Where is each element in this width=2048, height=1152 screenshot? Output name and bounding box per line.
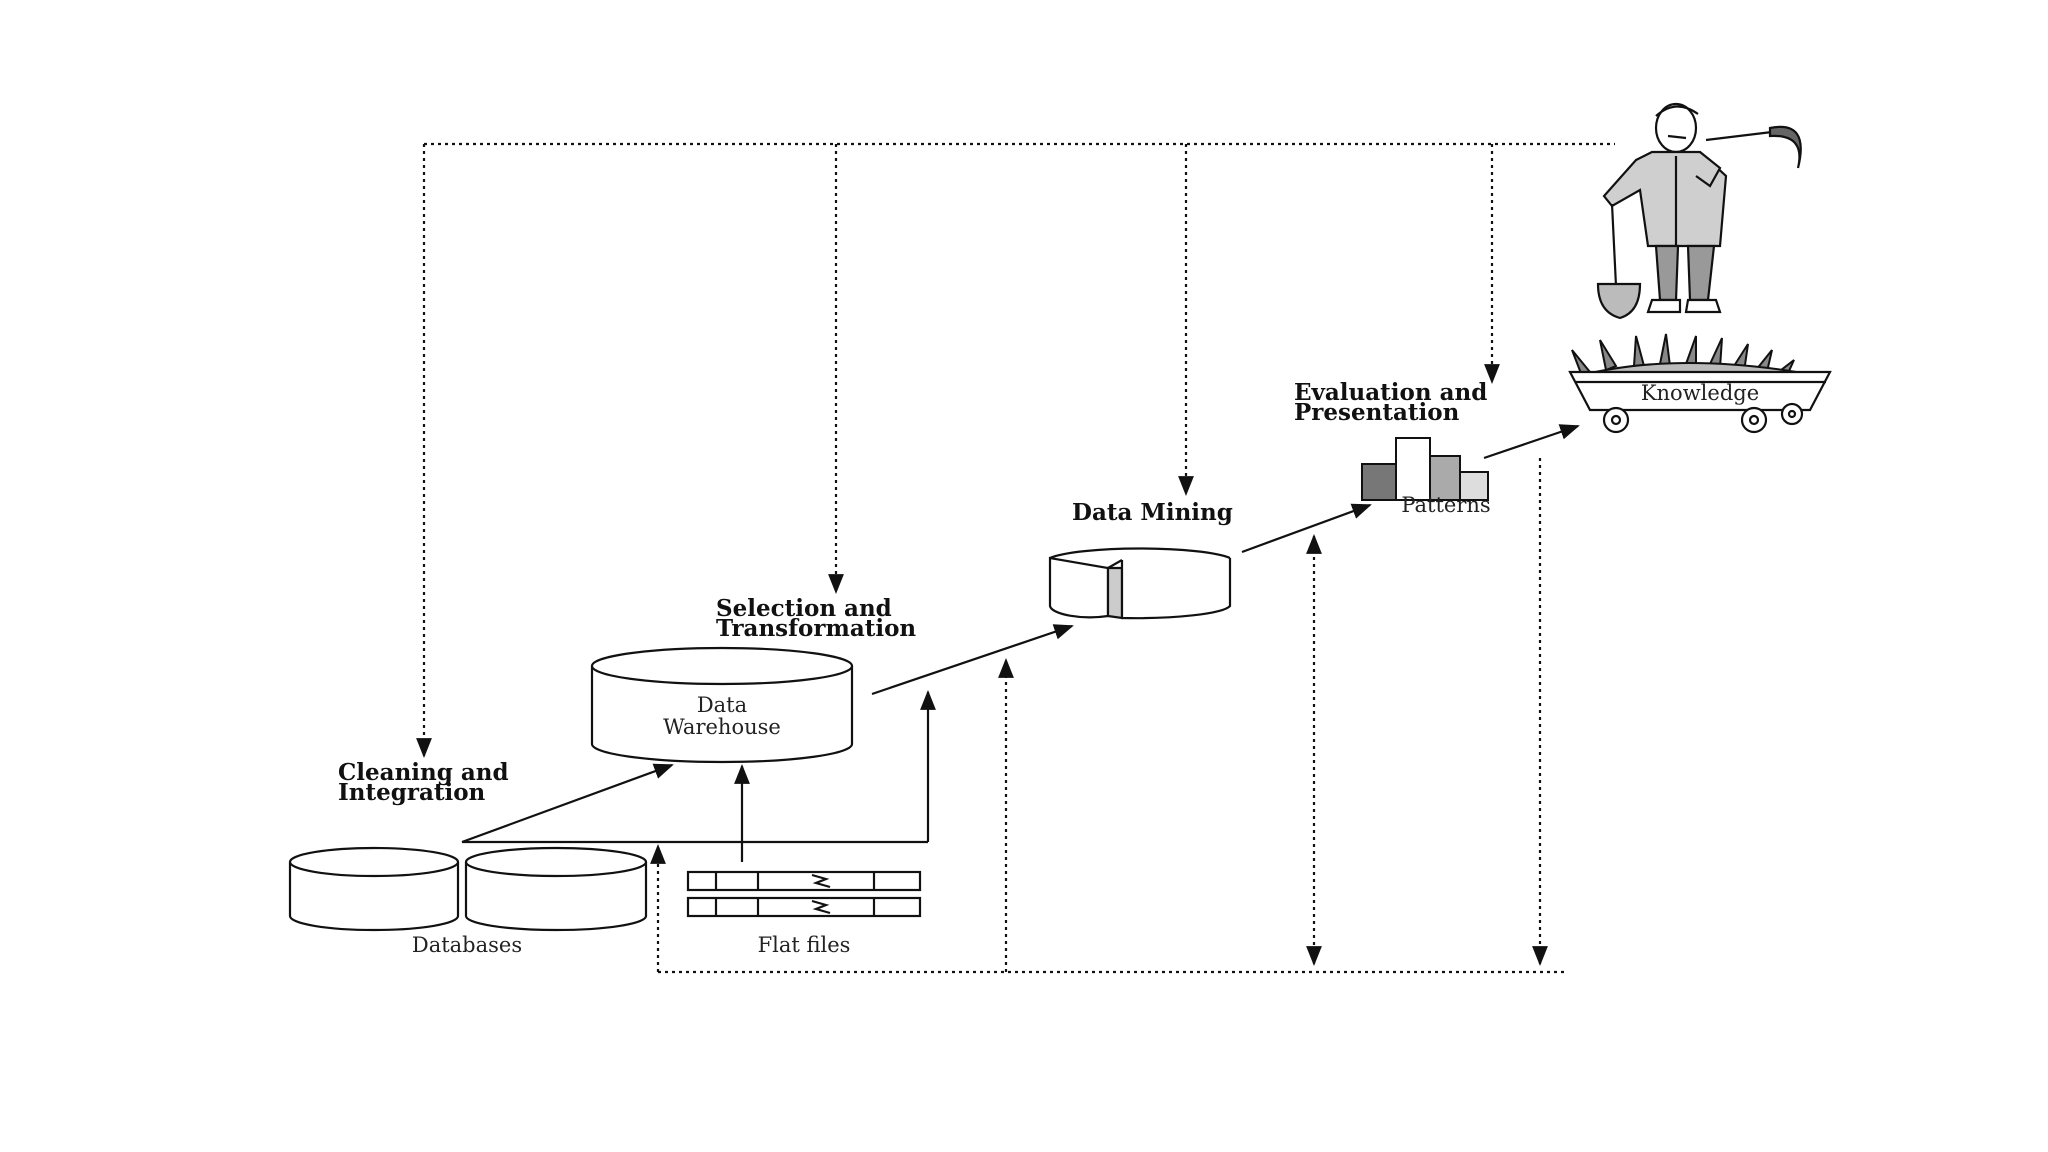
bottom-feedback-lines [650,458,1565,974]
selection-transformation-label-line2: Transformation [716,615,916,642]
warehouse-label-line1: Data [697,693,747,717]
flat-file-icon [686,870,922,918]
cleaning-integration-label-line2: Integration [338,779,486,806]
miner-icon [1596,102,1802,320]
data-warehouse-icon [590,646,854,764]
bar-chart-icon [1361,437,1489,501]
evaluation-presentation-label-line1: Evaluation and [1294,379,1487,406]
databases-label: Databases [412,933,522,957]
knowledge-label: Knowledge [1641,381,1759,405]
mine-cart-icon [1568,333,1832,434]
database-icon [464,846,648,932]
selection-transformation-label-line1: Selection and [716,595,892,622]
data-cube-icon [1048,547,1232,620]
flat-files-label: Flat files [758,933,851,957]
evaluation-presentation-label-line2: Presentation [1294,399,1460,426]
database-icon [288,846,460,932]
cleaning-integration-label-line1: Cleaning and [338,759,509,786]
data-mining-label: Data Mining [1072,499,1233,526]
patterns-label: Patterns [1401,493,1490,517]
top-feedback-lines [416,142,1615,758]
warehouse-label-line2: Warehouse [663,715,781,739]
process-flow-arrows [461,424,1580,862]
